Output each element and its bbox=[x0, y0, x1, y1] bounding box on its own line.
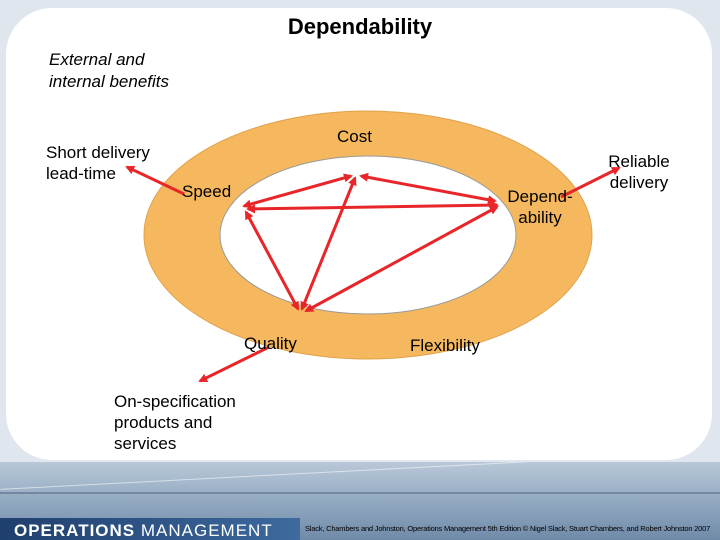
bridge-cable bbox=[0, 462, 720, 490]
node-cost: Cost bbox=[337, 127, 372, 146]
bridge-deck bbox=[0, 492, 720, 494]
slide-title: Dependability bbox=[287, 14, 433, 39]
label-short-delivery: Short delivery lead-time bbox=[46, 143, 150, 183]
arrow-dependability-quality bbox=[304, 205, 499, 313]
arrow-speed-quality bbox=[244, 210, 300, 311]
arrow-on-specification bbox=[198, 345, 270, 383]
logo-bold: OPERATIONS bbox=[14, 521, 136, 540]
arrow-cost-dependability bbox=[359, 172, 497, 205]
slide-subtitle: External and internal benefits bbox=[49, 50, 170, 91]
inner-ellipse bbox=[219, 155, 517, 315]
logo-light: MANAGEMENT bbox=[140, 521, 273, 540]
arrow-reliable-delivery bbox=[560, 166, 621, 199]
operations-management-logo: OPERATIONS MANAGEMENT bbox=[14, 521, 273, 540]
footer-banner: OPERATIONS MANAGEMENT Slack, Chambers an… bbox=[0, 462, 720, 540]
label-on-specification: On-specification products and services bbox=[114, 392, 236, 453]
node-speed: Speed bbox=[182, 182, 232, 201]
logo-bar bbox=[0, 518, 300, 540]
arrow-short-delivery bbox=[125, 165, 185, 196]
copyright-notice: Slack, Chambers and Johnston, Operations… bbox=[305, 524, 711, 533]
node-dependability: Depend- ability bbox=[507, 187, 573, 227]
node-flexibility: Flexibility bbox=[410, 336, 480, 355]
node-quality: Quality bbox=[244, 334, 297, 353]
label-reliable-delivery: Reliable delivery bbox=[608, 152, 670, 192]
